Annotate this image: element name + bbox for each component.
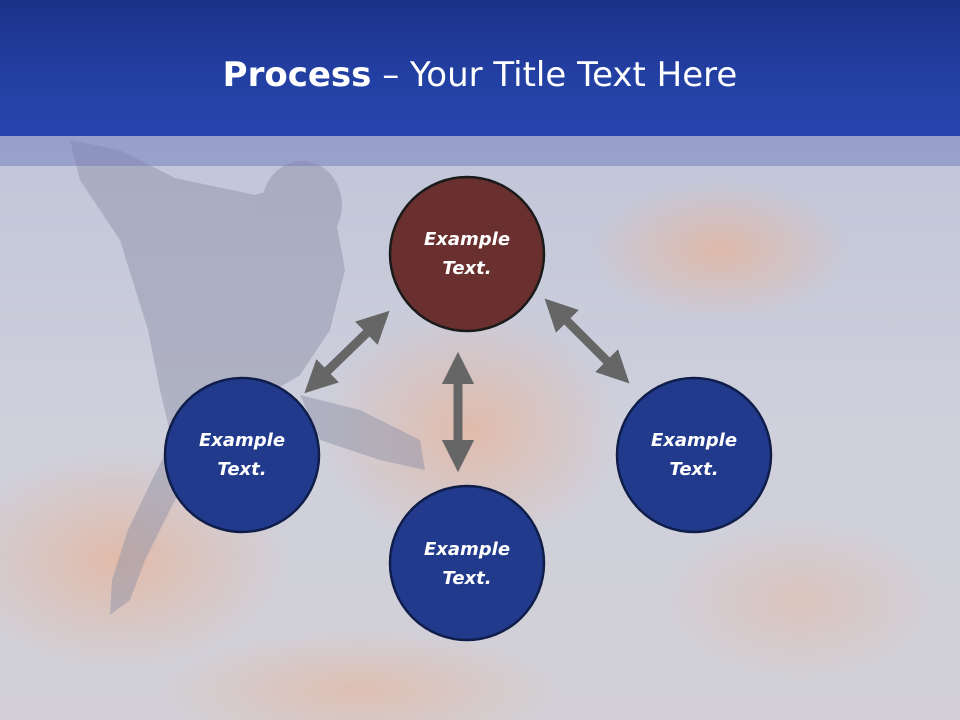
title-bold: Process <box>222 55 372 95</box>
circle-top <box>388 175 546 333</box>
node-bottom-line1: Example <box>423 539 511 560</box>
node-left-text: Example Text. <box>167 426 317 484</box>
title-separator: – <box>371 55 411 95</box>
arrow-top-right <box>544 298 630 384</box>
node-left-line2: Text. <box>217 459 267 480</box>
node-right-line2: Text. <box>669 459 719 480</box>
node-right-line1: Example <box>650 430 738 451</box>
node-bottom-text: Example Text. <box>392 535 542 593</box>
node-left-line1: Example <box>198 430 286 451</box>
node-right-text: Example Text. <box>619 426 769 484</box>
arrow-top-left <box>304 310 390 394</box>
node-top-line2: Text. <box>442 258 492 279</box>
title-bar <box>0 0 960 136</box>
node-top-line1: Example <box>423 229 511 250</box>
circle-left <box>163 376 321 534</box>
title-underband <box>0 136 960 166</box>
circle-right <box>615 376 773 534</box>
circle-bottom <box>388 484 546 642</box>
node-top-text: Example Text. <box>392 225 542 283</box>
slide-title: Process – Your Title Text Here <box>0 52 960 98</box>
title-rest: Your Title Text Here <box>410 55 738 95</box>
node-bottom-line2: Text. <box>442 568 492 589</box>
figure-silhouette <box>70 140 425 615</box>
